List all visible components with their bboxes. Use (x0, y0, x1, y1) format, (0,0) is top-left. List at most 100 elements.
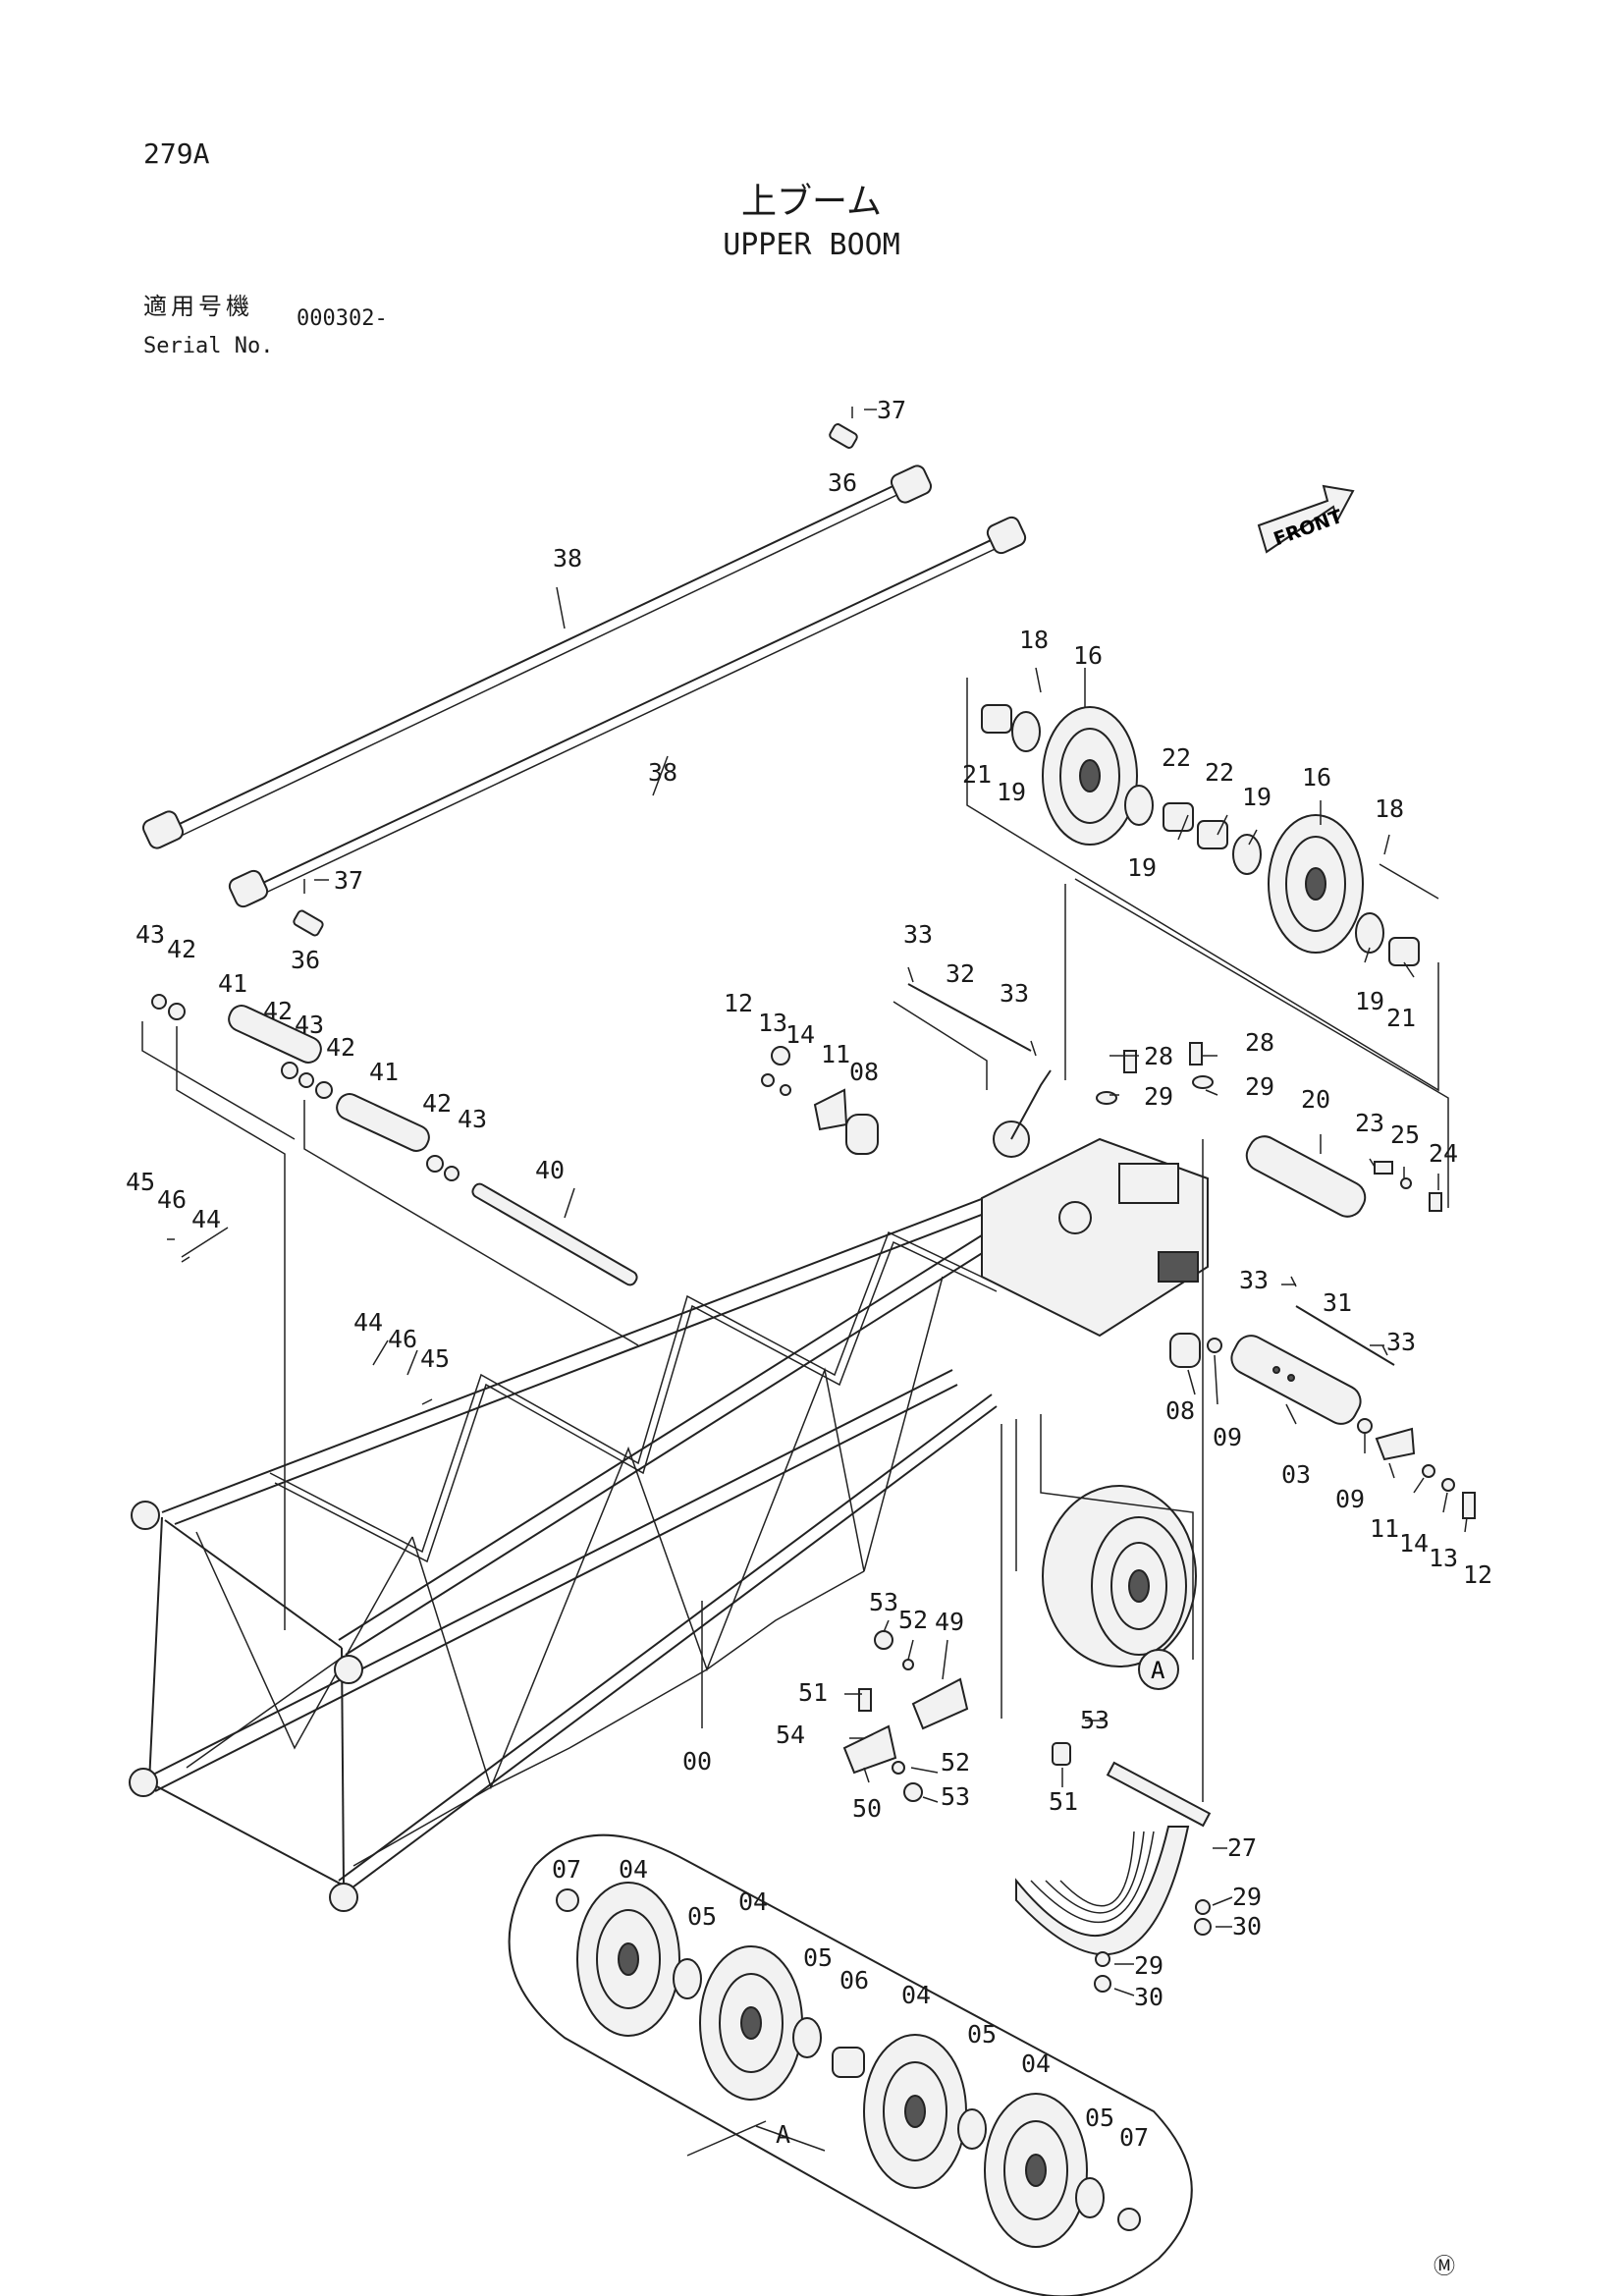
callout-07: 07 (1119, 2123, 1149, 2152)
callout-45: 45 (126, 1168, 155, 1196)
sheave-bearings-and-spacers (966, 678, 1439, 1092)
callout-53: 53 (1080, 1706, 1109, 1734)
page-number: 279A (143, 137, 210, 170)
callout-05: 05 (967, 2020, 997, 2049)
callout-30: 30 (1134, 1983, 1163, 2011)
callout-53: 53 (869, 1588, 898, 1616)
callout-30: 30 (1232, 1912, 1262, 1941)
tie-rod-upper (141, 465, 933, 849)
m-mark-symbol: Ⓜ (1434, 2255, 1456, 2279)
callout-51: 51 (798, 1678, 828, 1707)
callout-42: 42 (326, 1033, 355, 1062)
callout-36: 36 (828, 468, 857, 497)
callout-43: 43 (458, 1105, 487, 1133)
callout-24: 24 (1429, 1139, 1458, 1168)
pin-40 (141, 1021, 639, 1630)
serial-label-japanese: 適用号機 (143, 293, 253, 320)
callout-32: 32 (946, 959, 975, 988)
callout-16: 16 (1073, 641, 1103, 670)
callout-51: 51 (1049, 1787, 1078, 1816)
callout-38: 38 (553, 544, 582, 573)
foot-shaft-20 (1245, 1135, 1367, 1218)
title-english: UPPER BOOM (723, 228, 900, 262)
callout-46: 46 (388, 1325, 417, 1353)
callout-27: 27 (1227, 1833, 1257, 1862)
callout-14: 14 (785, 1020, 815, 1049)
callout-11: 11 (821, 1040, 850, 1068)
callout-41: 41 (369, 1058, 399, 1086)
callout-40: 40 (535, 1156, 565, 1184)
callout-42: 42 (422, 1089, 452, 1118)
callout-25: 25 (1390, 1121, 1420, 1149)
callout-04: 04 (619, 1855, 648, 1884)
detail-a-label: A (776, 2120, 790, 2149)
upper-sheave-right (1268, 814, 1364, 954)
callout-04: 04 (901, 1981, 931, 2009)
callout-16: 16 (1302, 763, 1331, 792)
callout-49: 49 (935, 1608, 964, 1636)
callout-12: 12 (724, 989, 753, 1017)
callout-05: 05 (803, 1943, 833, 1972)
bracket-assembly-49-54 (842, 1419, 1071, 1802)
callout-33: 33 (1239, 1266, 1269, 1294)
callout-50: 50 (852, 1794, 882, 1823)
callout-21: 21 (962, 760, 992, 789)
callout-13: 13 (758, 1009, 787, 1037)
callout-42: 42 (263, 997, 293, 1025)
callout-44: 44 (191, 1205, 221, 1233)
callout-38: 38 (648, 758, 677, 787)
callout-54: 54 (776, 1721, 805, 1749)
callout-18: 18 (1019, 626, 1049, 654)
callout-42: 42 (167, 935, 196, 963)
callout-08: 08 (849, 1058, 879, 1086)
callout-29: 29 (1144, 1082, 1173, 1111)
detail-a-sheave-stack: A (508, 1833, 1193, 2296)
callout-13: 13 (1429, 1544, 1458, 1572)
callout-22: 22 (1162, 743, 1191, 772)
callout-29: 29 (1245, 1072, 1274, 1101)
callout-09: 09 (1213, 1423, 1242, 1451)
callout-12: 12 (1463, 1560, 1492, 1589)
callout-08: 08 (1165, 1396, 1195, 1425)
callout-00: 00 (682, 1747, 712, 1776)
callout-37: 37 (877, 396, 906, 424)
callout-04: 04 (738, 1887, 768, 1916)
title-japanese: 上ブーム (741, 182, 882, 222)
callout-21: 21 (1386, 1004, 1416, 1032)
leader-lines (167, 409, 1468, 1996)
callout-52: 52 (898, 1606, 928, 1634)
detail-a-marker: A (1151, 1657, 1165, 1684)
callout-06: 06 (839, 1966, 869, 1995)
callout-41: 41 (218, 969, 247, 998)
upper-sheave-left (1042, 706, 1138, 846)
pin-36-lower (293, 879, 324, 937)
serial-label-english: Serial No. (143, 334, 274, 358)
callout-04: 04 (1021, 2050, 1051, 2078)
boom-lattice-frame (129, 1069, 1209, 1912)
callout-37: 37 (334, 866, 363, 895)
callout-11: 11 (1370, 1514, 1399, 1543)
callout-14: 14 (1399, 1529, 1429, 1558)
callout-19: 19 (1355, 987, 1384, 1015)
callout-29: 29 (1134, 1951, 1163, 1980)
callout-46: 46 (157, 1185, 187, 1214)
callout-43: 43 (135, 920, 165, 949)
callout-33: 33 (1000, 979, 1029, 1008)
callout-07: 07 (552, 1855, 581, 1884)
callout-03: 03 (1281, 1460, 1311, 1489)
callout-31: 31 (1323, 1288, 1352, 1317)
front-direction-arrow: FRONT (1257, 484, 1355, 554)
cable-guide-27 (1015, 1139, 1212, 1993)
callout-20: 20 (1301, 1085, 1330, 1114)
callout-45: 45 (420, 1344, 450, 1373)
callout-19: 19 (997, 778, 1026, 806)
pins-41-42-43 (151, 994, 460, 1181)
callout-05: 05 (687, 1902, 717, 1931)
callout-19: 19 (1127, 853, 1157, 882)
callout-33: 33 (1386, 1328, 1416, 1356)
callout-labels: 37 36 38 38 37 36 18 16 21 19 22 22 19 1… (126, 396, 1492, 2152)
middle-sheave-assembly: A (1040, 1414, 1197, 1690)
callout-53: 53 (941, 1782, 970, 1811)
callout-05: 05 (1085, 2104, 1114, 2132)
